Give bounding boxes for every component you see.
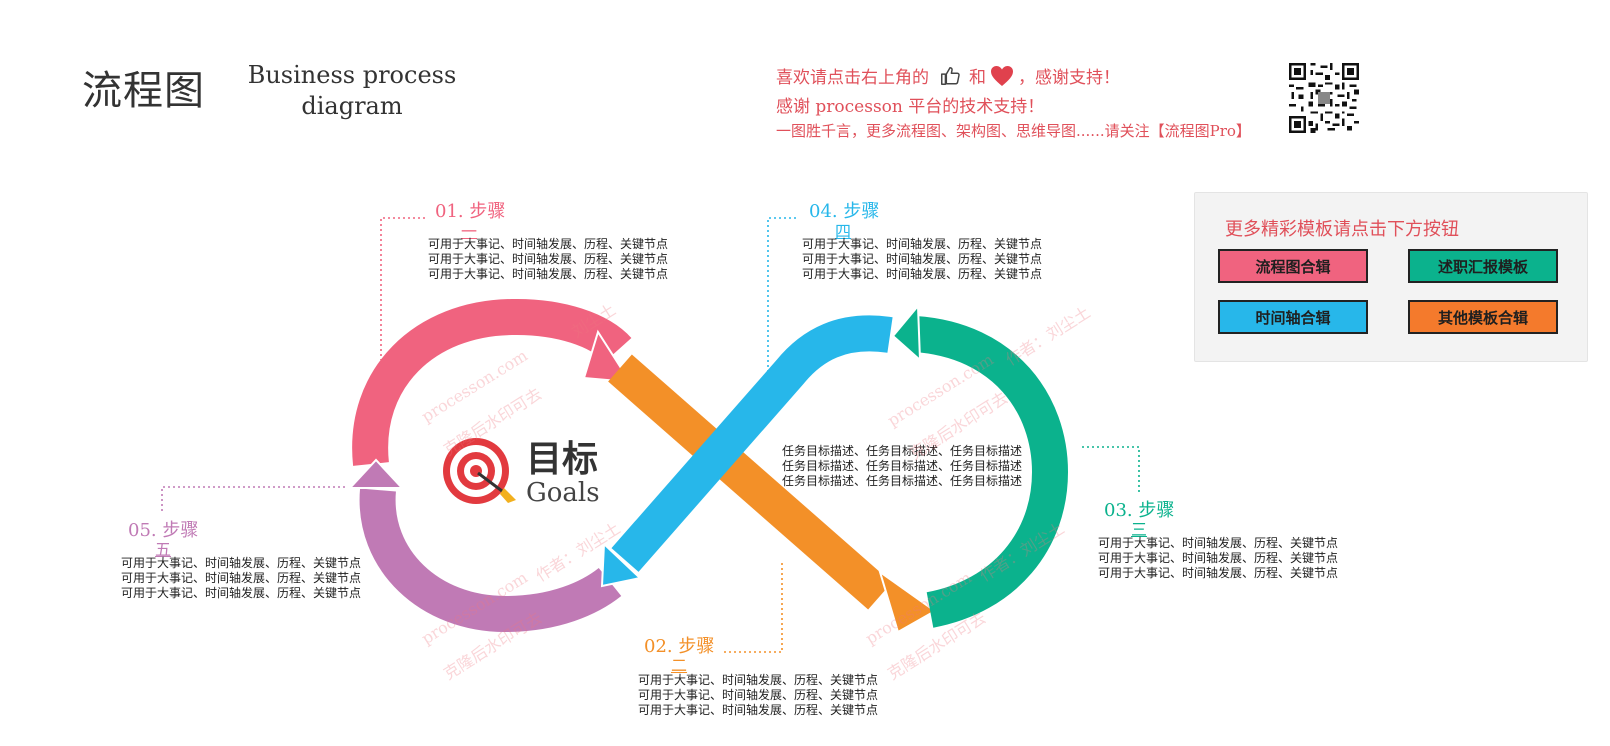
connector-step-5 — [161, 486, 345, 512]
promo-line2: 感谢 processon 平台的技术支持！ — [776, 97, 1045, 117]
target-icon — [443, 438, 516, 504]
other-templates-button[interactable]: 其他模板合辑 — [1408, 300, 1558, 334]
goal-title-cn: 目标 — [526, 439, 599, 480]
promo-line3: 一图胜千言，更多流程图、架构图、思维导图......请关注【流程图Pro】 — [776, 122, 1251, 140]
step-2-desc-line: 可用于大事记、时间轴发展、历程、关键节点 — [638, 688, 879, 702]
heart-icon[interactable] — [990, 65, 1014, 87]
promo-line1-c: ，感谢支持！ — [1018, 68, 1120, 88]
page-title-en: Business process diagram — [232, 60, 472, 122]
step-4-description: 可用于大事记、时间轴发展、历程、关键节点 可用于大事记、时间轴发展、历程、关键节… — [802, 237, 1042, 282]
promo-line1-a: 喜欢请点击右上角的 — [776, 68, 929, 88]
step-2-description: 可用于大事记、时间轴发展、历程、关键节点 可用于大事记、时间轴发展、历程、关键节… — [638, 673, 878, 718]
step-1-desc-line: 可用于大事记、时间轴发展、历程、关键节点 — [428, 252, 669, 266]
step-3-number: 三 — [1131, 520, 1148, 539]
orange-band — [608, 354, 892, 610]
task-desc-line: 任务目标描述、任务目标描述、任务目标描述 — [782, 444, 1023, 458]
report-template-button[interactable]: 述职汇报模板 — [1408, 249, 1558, 283]
step-3-title: 03. 步骤 — [1104, 500, 1175, 521]
step-2-title: 02. 步骤 — [644, 636, 715, 657]
step-4-number: 四 — [835, 222, 852, 241]
step-5-desc-line: 可用于大事记、时间轴发展、历程、关键节点 — [121, 556, 362, 570]
goal-title-en: Goals — [526, 478, 600, 508]
step-1-description: 可用于大事记、时间轴发展、历程、关键节点 可用于大事记、时间轴发展、历程、关键节… — [428, 237, 668, 282]
page-title-en-line2: diagram — [301, 92, 403, 120]
step-4-desc-line: 可用于大事记、时间轴发展、历程、关键节点 — [802, 252, 1043, 266]
blue-arrowhead — [600, 541, 643, 588]
blue-band — [611, 315, 893, 572]
purple-arrowhead — [347, 458, 405, 489]
qr-code-icon[interactable] — [1289, 63, 1359, 133]
step-3-desc-line: 可用于大事记、时间轴发展、历程、关键节点 — [1098, 536, 1339, 550]
task-desc-line: 任务目标描述、任务目标描述、任务目标描述 — [782, 474, 1023, 488]
step-1-desc-line: 可用于大事记、时间轴发展、历程、关键节点 — [428, 267, 669, 281]
page-title-en-line1: Business process — [247, 61, 457, 89]
connector-step-2 — [722, 563, 783, 653]
timeline-collection-button[interactable]: 时间轴合辑 — [1218, 300, 1368, 334]
purple-arc — [359, 488, 622, 633]
step-1-title: 01. 步骤 — [435, 201, 506, 222]
step-5-number: 五 — [155, 540, 172, 559]
step-5-description: 可用于大事记、时间轴发展、历程、关键节点 可用于大事记、时间轴发展、历程、关键节… — [121, 556, 361, 601]
step-4-title: 04. 步骤 — [809, 201, 880, 222]
task-description: 任务目标描述、任务目标描述、任务目标描述 任务目标描述、任务目标描述、任务目标描… — [782, 444, 1022, 489]
task-desc-line: 任务目标描述、任务目标描述、任务目标描述 — [782, 459, 1023, 473]
promo-line1: 喜欢请点击右上角的 和 ，感谢支持！ — [776, 63, 1120, 88]
orange-arrowhead — [878, 569, 937, 634]
pink-arrowhead — [582, 329, 632, 384]
step-1-desc-line: 可用于大事记、时间轴发展、历程、关键节点 — [428, 237, 669, 251]
template-panel: 更多精彩模板请点击下方按钮 流程图合辑 述职汇报模板 时间轴合辑 其他模板合辑 — [1194, 192, 1588, 362]
step-5-title: 05. 步骤 — [128, 520, 199, 541]
step-5-desc-line: 可用于大事记、时间轴发展、历程、关键节点 — [121, 586, 362, 600]
green-arrowhead — [891, 303, 922, 363]
green-arc — [913, 316, 1069, 628]
connector-step-3 — [1082, 446, 1140, 492]
flowchart-collection-button[interactable]: 流程图合辑 — [1218, 249, 1368, 283]
step-2-number: 二 — [671, 656, 688, 675]
step-1-number: 一 — [461, 222, 478, 241]
thumbs-up-icon[interactable] — [939, 65, 961, 87]
panel-title: 更多精彩模板请点击下方按钮 — [1225, 219, 1459, 240]
step-3-description: 可用于大事记、时间轴发展、历程、关键节点 可用于大事记、时间轴发展、历程、关键节… — [1098, 536, 1338, 581]
step-5-desc-line: 可用于大事记、时间轴发展、历程、关键节点 — [121, 571, 362, 585]
page-title-cn: 流程图 — [82, 68, 205, 114]
step-2-desc-line: 可用于大事记、时间轴发展、历程、关键节点 — [638, 673, 879, 687]
step-4-desc-line: 可用于大事记、时间轴发展、历程、关键节点 — [802, 237, 1043, 251]
step-3-desc-line: 可用于大事记、时间轴发展、历程、关键节点 — [1098, 566, 1339, 580]
step-2-desc-line: 可用于大事记、时间轴发展、历程、关键节点 — [638, 703, 879, 717]
promo-line1-b: 和 — [969, 68, 986, 88]
step-3-desc-line: 可用于大事记、时间轴发展、历程、关键节点 — [1098, 551, 1339, 565]
step-4-desc-line: 可用于大事记、时间轴发展、历程、关键节点 — [802, 267, 1043, 281]
pink-arc — [352, 298, 632, 466]
